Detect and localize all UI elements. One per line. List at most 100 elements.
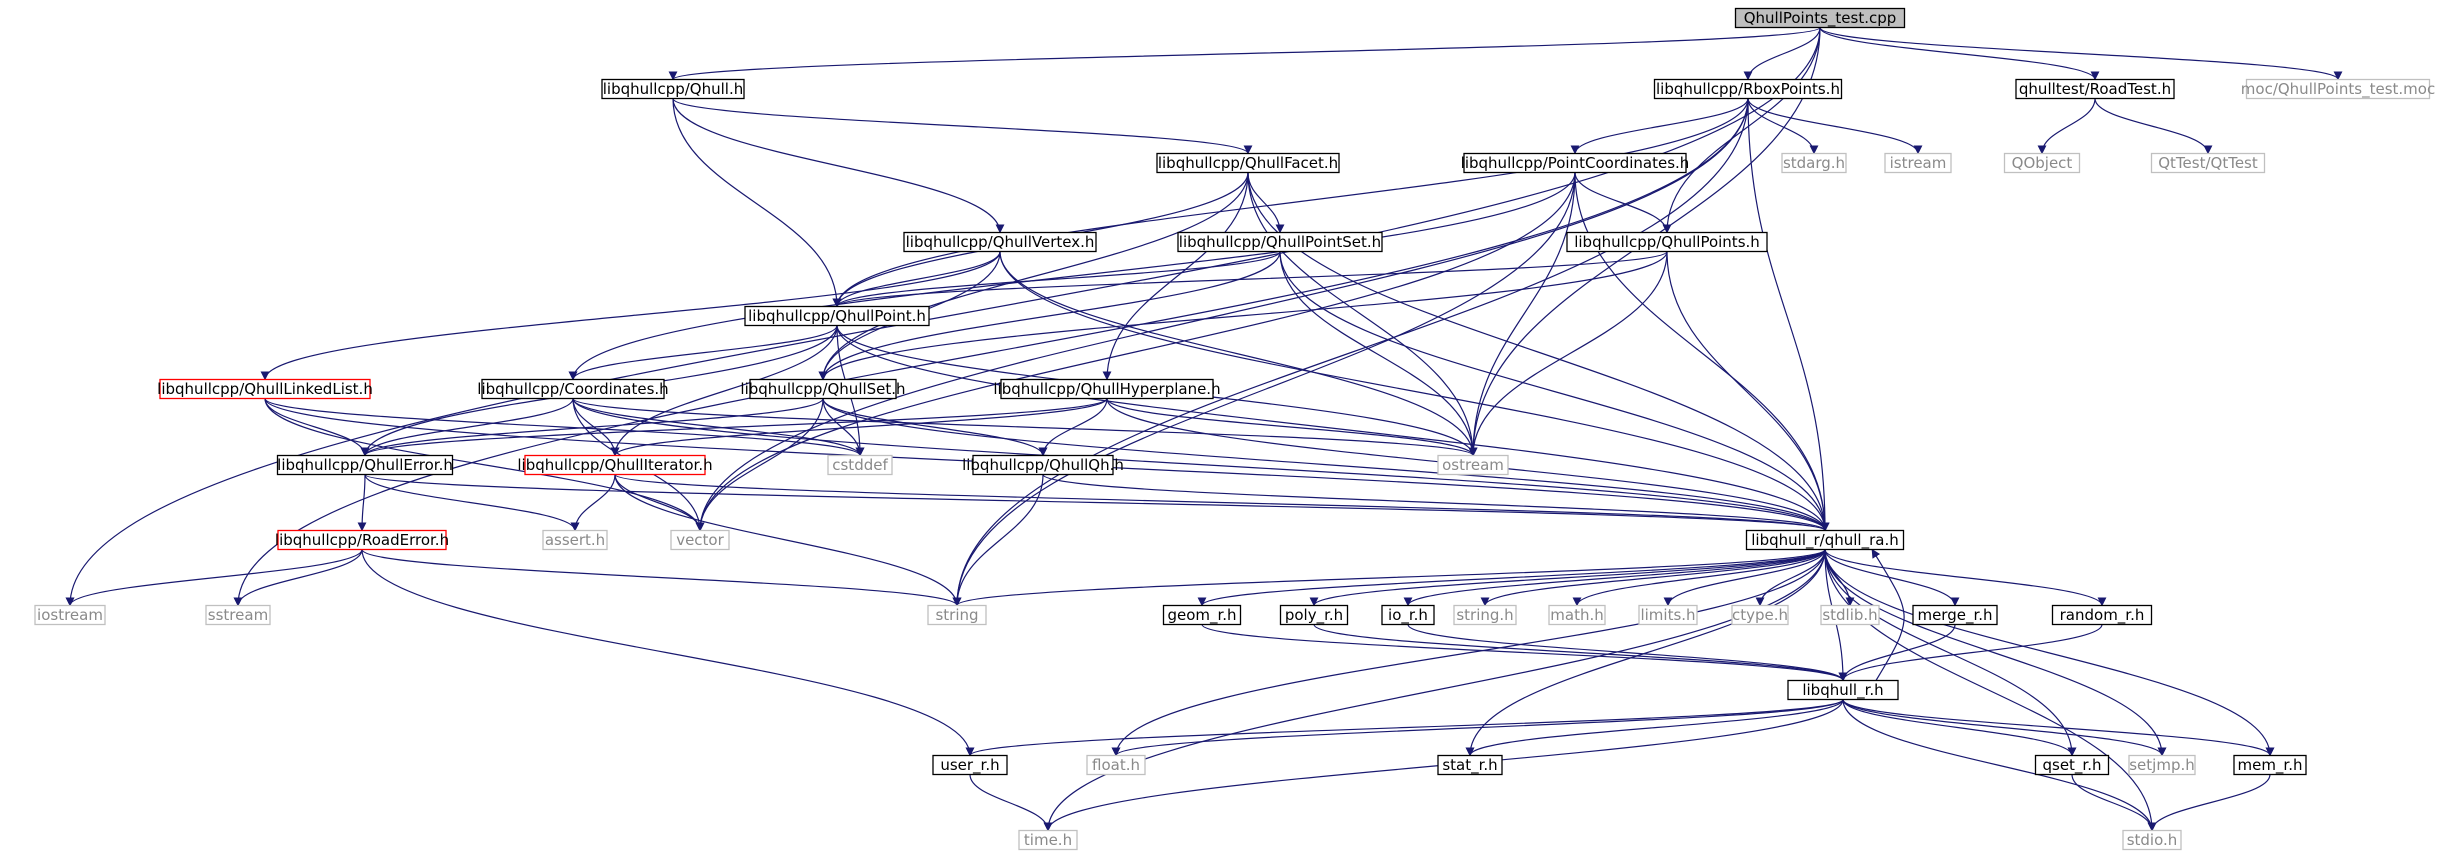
node-math[interactable]: math.h xyxy=(1548,604,1606,626)
node-assert[interactable]: assert.h xyxy=(542,529,608,551)
node-moc[interactable]: moc/QhullPoints_test.moc xyxy=(2241,78,2435,100)
edge-rbox-to-istream xyxy=(1747,98,1923,155)
node-merge[interactable]: merge_r.h xyxy=(1912,604,1998,626)
node-qpoint[interactable]: libqhullcpp/QhullPoint.h xyxy=(744,305,930,327)
edge-line xyxy=(818,251,1668,381)
node-qerror[interactable]: libqhullcpp/QhullError.h xyxy=(276,454,454,476)
edge-line xyxy=(1468,172,1576,457)
node-qttest[interactable]: QtTest/QtTest xyxy=(2150,152,2266,174)
node-qsetr[interactable]: qset_r.h xyxy=(2034,754,2110,776)
node-ctype[interactable]: ctype.h xyxy=(1731,604,1789,626)
edge-qhullra-to-stat xyxy=(1465,549,1826,757)
edge-line xyxy=(1842,699,2167,757)
edge-line xyxy=(1842,698,2275,757)
edge-line xyxy=(672,98,1005,234)
node-ostream[interactable]: ostream xyxy=(1437,454,1509,476)
node-qpoints[interactable]: libqhullcpp/QhullPoints.h xyxy=(1566,231,1768,253)
node-limits[interactable]: limits.h xyxy=(1638,604,1698,626)
edge-line xyxy=(832,98,1749,308)
node-qfacet[interactable]: libqhullcpp/QhullFacet.h xyxy=(1156,152,1340,174)
node-qhull[interactable]: libqhullcpp/Qhull.h xyxy=(601,78,745,100)
edge-root-to-rbox xyxy=(1743,27,1821,81)
node-qiter[interactable]: libqhullcpp/QhullIterator.h xyxy=(517,454,713,476)
node-geom[interactable]: geom_r.h xyxy=(1162,604,1242,626)
node-qqh[interactable]: libqhullcpp/QhullQh.h xyxy=(962,454,1124,476)
edge-line xyxy=(361,549,975,757)
node-roaderr[interactable]: libqhullcpp/RoadError.h xyxy=(275,529,449,551)
node-label: moc/QhullPoints_test.moc xyxy=(2241,80,2435,99)
node-pcoords[interactable]: libqhullcpp/PointCoordinates.h xyxy=(1461,152,1690,174)
edge-line xyxy=(1247,172,1478,457)
node-label: libqhullcpp/Coordinates.h xyxy=(477,380,668,398)
node-float[interactable]: float.h xyxy=(1086,754,1146,776)
node-stdarg[interactable]: stdarg.h xyxy=(1781,152,1847,174)
node-vector[interactable]: vector xyxy=(670,529,730,551)
edge-line xyxy=(1574,172,1672,234)
node-box xyxy=(481,378,665,400)
node-label: libqhullcpp/RboxPoints.h xyxy=(1656,80,1840,98)
edge-qfacet-to-qhullra xyxy=(1247,172,1830,532)
node-box xyxy=(744,305,930,327)
node-time[interactable]: time.h xyxy=(1018,829,1078,851)
node-setjmp[interactable]: setjmp.h xyxy=(2128,754,2196,776)
node-box xyxy=(1820,604,1880,626)
node-stringh[interactable]: string.h xyxy=(1453,604,1517,626)
node-qhyper[interactable]: libqhullcpp/QhullHyperplane.h xyxy=(993,378,1221,400)
edge-io-to-libqhull xyxy=(1407,624,1848,682)
edge-line xyxy=(818,172,1249,381)
node-label: libqhull_r/qhull_ra.h xyxy=(1751,531,1898,550)
node-label: libqhullcpp/QhullPoints.h xyxy=(1574,233,1760,251)
node-memr[interactable]: mem_r.h xyxy=(2233,754,2307,776)
node-label: libqhullcpp/QhullLinkedList.h xyxy=(157,380,373,398)
node-root[interactable]: QhullPoints_test.cpp xyxy=(1734,7,1906,29)
node-qvertex[interactable]: libqhullcpp/QhullVertex.h xyxy=(903,231,1097,253)
node-box xyxy=(159,378,371,400)
node-qlinked[interactable]: libqhullcpp/QhullLinkedList.h xyxy=(157,378,373,400)
node-string[interactable]: string xyxy=(927,604,987,626)
node-stdio[interactable]: stdio.h xyxy=(2122,829,2182,851)
node-stdlib[interactable]: stdlib.h xyxy=(1820,604,1880,626)
node-libqhull[interactable]: libqhull_r.h xyxy=(1787,679,1899,701)
node-io[interactable]: io_r.h xyxy=(1381,604,1435,626)
node-roadtest[interactable]: qhulltest/RoadTest.h xyxy=(2015,78,2175,100)
edge-line xyxy=(610,397,1108,457)
edge-line xyxy=(1824,549,2167,757)
node-box xyxy=(1463,152,1687,174)
edge-qlinked-to-vector xyxy=(264,398,705,532)
edge-qiter-to-vector xyxy=(614,474,705,532)
node-stat[interactable]: stat_r.h xyxy=(1437,754,1503,776)
node-istream[interactable]: istream xyxy=(1884,152,1952,174)
node-userr[interactable]: user_r.h xyxy=(932,754,1008,776)
edge-qhull-to-qpoint xyxy=(672,98,842,308)
node-qset[interactable]: libqhullcpp/QhullSet.h xyxy=(740,378,906,400)
node-box xyxy=(1000,378,1214,400)
edge-line xyxy=(264,398,705,532)
edge-line xyxy=(695,398,824,532)
node-qhullra[interactable]: libqhull_r/qhull_ra.h xyxy=(1745,529,1905,551)
edge-pcoords-to-ostream xyxy=(1468,172,1576,457)
edge-line xyxy=(2094,98,2213,155)
node-box xyxy=(932,754,1008,776)
node-layer: QhullPoints_test.cpp libqhullcpp/Qhull.h l… xyxy=(34,7,2435,851)
node-poly[interactable]: poly_r.h xyxy=(1279,604,1349,626)
node-rbox[interactable]: libqhullcpp/RboxPoints.h xyxy=(1653,78,1843,100)
edge-qpointset-to-qhullra xyxy=(1279,251,1830,532)
node-label: assert.h xyxy=(545,531,605,549)
edge-line xyxy=(832,250,1281,308)
node-box xyxy=(2233,754,2307,776)
edge-line xyxy=(1465,699,1844,757)
node-label: stat_r.h xyxy=(1442,756,1497,775)
node-random[interactable]: random_r.h xyxy=(2051,604,2153,626)
node-iostream[interactable]: iostream xyxy=(34,604,106,626)
node-sstream[interactable]: sstream xyxy=(205,604,271,626)
edge-qhullra-to-string xyxy=(952,548,1826,607)
node-qpointset[interactable]: libqhullcpp/QhullPointSet.h xyxy=(1177,231,1383,253)
edge-line xyxy=(1309,548,1826,607)
node-coords[interactable]: libqhullcpp/Coordinates.h xyxy=(477,378,669,400)
node-qobject[interactable]: QObject xyxy=(2003,152,2081,174)
node-label: poly_r.h xyxy=(1285,606,1343,625)
node-cstddef[interactable]: cstddef xyxy=(827,454,893,476)
node-label: math.h xyxy=(1550,606,1603,624)
edge-line xyxy=(357,474,367,532)
edge-line xyxy=(1480,549,1826,607)
